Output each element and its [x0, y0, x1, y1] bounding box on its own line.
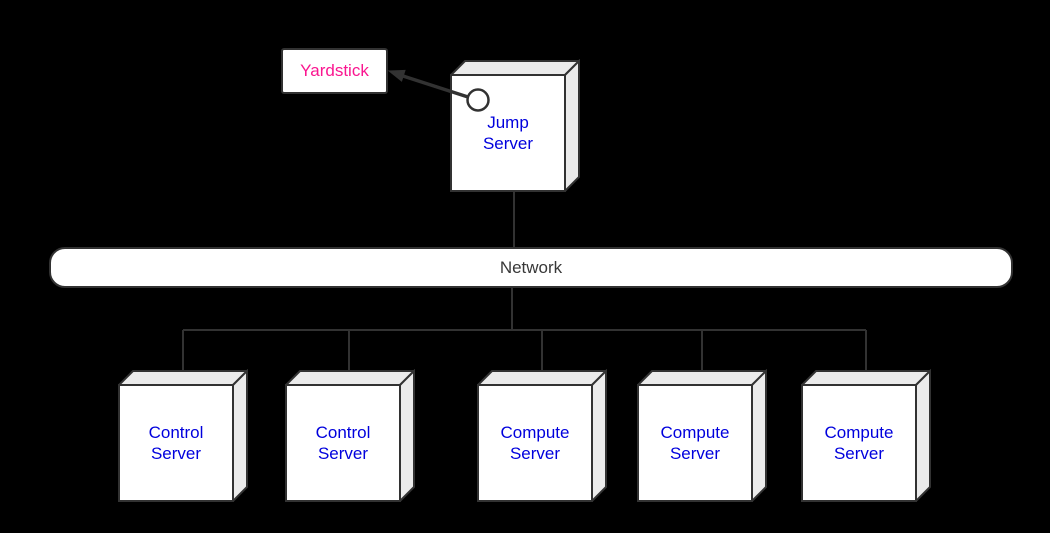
yardstick-label: Yardstick	[300, 61, 369, 80]
compute-server-2-node: Compute Server	[637, 369, 767, 502]
cube-right-face	[751, 369, 767, 502]
cube-front-face	[477, 384, 593, 502]
cube-front-face	[118, 384, 234, 502]
cube-front-face	[285, 384, 401, 502]
cube-top-face	[450, 60, 580, 76]
yardstick-arrowhead-icon	[387, 69, 406, 82]
cube-front-face	[637, 384, 753, 502]
server-cube-shape	[118, 369, 248, 502]
cube-right-face	[915, 369, 931, 502]
jump-server-node: Jump Server	[450, 59, 580, 192]
server-cube-shape	[285, 369, 415, 502]
control-server-2-node: Control Server	[285, 369, 415, 502]
control-server-2-label: Control Server	[315, 422, 371, 463]
compute-server-3-node: Compute Server	[801, 369, 931, 502]
compute-server-1-node: Compute Server	[477, 369, 607, 502]
cube-top-face	[285, 370, 415, 386]
cube-right-face	[399, 369, 415, 502]
cube-top-face	[801, 370, 931, 386]
network-node: Network	[49, 247, 1013, 288]
compute-server-3-label: Compute Server	[824, 422, 894, 463]
compute-server-1-label: Compute Server	[500, 422, 570, 463]
cube-front-face	[801, 384, 917, 502]
cube-top-face	[118, 370, 248, 386]
control-server-1-label: Control Server	[148, 422, 204, 463]
server-cube-shape	[477, 369, 607, 502]
cube-right-face	[564, 59, 580, 192]
control-server-1-node: Control Server	[118, 369, 248, 502]
jump-server-label: Jump Server	[482, 112, 534, 153]
cube-right-face	[591, 369, 607, 502]
compute-server-2-label: Compute Server	[660, 422, 730, 463]
server-cube-shape	[801, 369, 931, 502]
cube-top-face	[637, 370, 767, 386]
yardstick-node: Yardstick	[281, 48, 388, 94]
cube-top-face	[477, 370, 607, 386]
cube-right-face	[232, 369, 248, 502]
network-label: Network	[499, 257, 563, 277]
